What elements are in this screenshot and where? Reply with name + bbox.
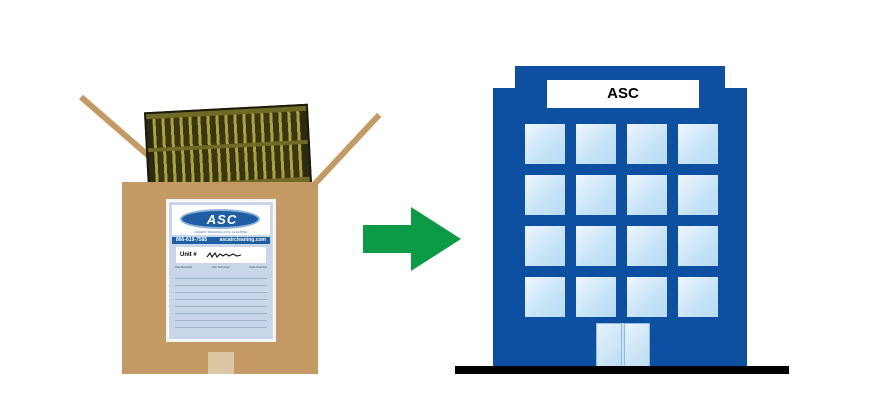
footer-date: Date Received	[175, 266, 193, 269]
window	[678, 226, 718, 266]
website: ascaircleaning.com	[219, 237, 266, 243]
building-windows	[525, 124, 721, 320]
logo-tagline: ASCENT FINANCIAL COIL CLEANING	[194, 230, 248, 234]
asc-logo: ASC	[180, 209, 260, 229]
asc-logo-text: ASC	[206, 212, 238, 227]
window	[678, 277, 718, 317]
unit-field: Unit #	[176, 247, 266, 263]
shipping-label: ASC ASCENT FINANCIAL COIL CLEANING 866-6…	[168, 201, 274, 340]
window	[627, 124, 667, 164]
door-leaf-right	[624, 323, 650, 367]
right-arrow-icon	[363, 207, 461, 271]
window	[576, 277, 616, 317]
window	[525, 124, 565, 164]
window	[576, 226, 616, 266]
footer-tech: ASC Technician	[211, 266, 230, 269]
building-main	[515, 66, 725, 372]
asc-building: ASC	[455, 62, 790, 378]
box-flap-right	[308, 112, 382, 191]
window	[525, 226, 565, 266]
packing-tape	[208, 352, 234, 374]
building-sign: ASC	[547, 80, 699, 108]
window	[576, 175, 616, 215]
label-logo-band: ASC ASCENT FINANCIAL COIL CLEANING	[172, 205, 270, 235]
window	[576, 124, 616, 164]
phone-number: 866-619-7585	[176, 237, 208, 243]
window	[627, 226, 667, 266]
window	[678, 124, 718, 164]
hvac-coil	[144, 103, 312, 193]
building-door	[596, 323, 650, 367]
window	[525, 277, 565, 317]
handwriting-icon	[206, 251, 242, 259]
label-footer: Date Received ASC Technician Pass / Fail…	[175, 266, 267, 269]
phone-strip: 866-619-7585 ascaircleaning.com	[172, 237, 270, 244]
shipping-box: ASC ASCENT FINANCIAL COIL CLEANING 866-6…	[78, 90, 382, 380]
unit-label: Unit #	[180, 252, 197, 258]
ground-line	[455, 366, 789, 374]
window	[627, 175, 667, 215]
window	[678, 175, 718, 215]
window	[525, 175, 565, 215]
window	[627, 277, 667, 317]
door-leaf-left	[596, 323, 622, 367]
box-body: ASC ASCENT FINANCIAL COIL CLEANING 866-6…	[122, 182, 318, 374]
footer-test: Pass / Fail Test	[249, 266, 267, 269]
label-ruled-lines	[175, 272, 267, 332]
